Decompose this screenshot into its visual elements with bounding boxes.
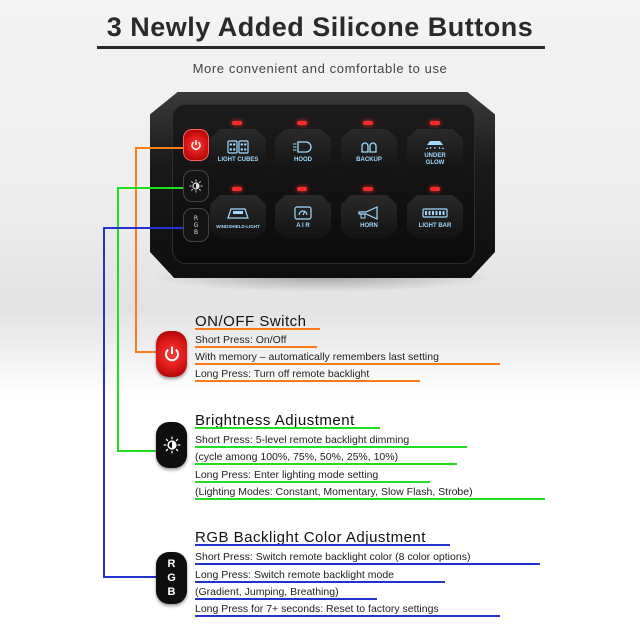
light-cubes-icon: [225, 139, 251, 155]
pad-label: A I R: [296, 222, 310, 229]
hood-icon: [290, 139, 316, 155]
brightness-icon: [163, 436, 180, 454]
rgb-letter-g: G: [193, 221, 199, 229]
title-underline: [97, 46, 545, 49]
onoff-line-underline: [195, 380, 420, 382]
power-icon: [191, 140, 201, 151]
rgb-letter-b: B: [167, 586, 176, 598]
horn-icon: [356, 205, 382, 221]
pad-backup[interactable]: BACKUP: [341, 129, 397, 173]
rgb-letter-r: R: [193, 214, 199, 222]
pad-led: [297, 187, 307, 191]
pad-led: [232, 187, 242, 191]
rgb-line-underline: [195, 563, 540, 565]
pad-label: HORN: [360, 222, 378, 229]
pad-light-cubes[interactable]: LIGHT CUBES: [210, 129, 266, 173]
brightness-line: Short Press: 5-level remote backlight di…: [195, 434, 410, 446]
brightness-button-illustration: [156, 422, 187, 468]
pad-under-glow[interactable]: UNDER GLOW: [407, 129, 463, 173]
device-brightness-button[interactable]: [183, 170, 209, 202]
pad-label: WINDSHIELD-LIGHT: [216, 223, 260, 229]
under-glow-icon: [422, 135, 448, 151]
power-icon: [164, 346, 179, 362]
brightness-line: Long Press: Enter lighting mode setting: [195, 469, 379, 481]
brightness-icon: [189, 179, 203, 193]
device-power-button[interactable]: [183, 129, 209, 161]
pad-label: LIGHT BAR: [418, 222, 452, 229]
rgb-letter-b: B: [193, 228, 199, 236]
rgb-letter-g: G: [167, 572, 176, 584]
device-face: [172, 104, 475, 264]
page-subtitle: More convenient and comfortable to use: [192, 61, 448, 76]
rgb-line: Long Press: Switch remote backlight mode: [195, 569, 395, 581]
onoff-line-underline: [195, 363, 500, 365]
rgb-line-underline: [195, 598, 377, 600]
onoff-title-underline: [195, 328, 320, 330]
rgb-title: RGB Backlight Color Adjustment: [195, 529, 426, 546]
pad-led: [363, 121, 373, 125]
brightness-line: (Lighting Modes: Constant, Momentary, Sl…: [195, 486, 473, 498]
pad-led: [430, 121, 440, 125]
pad-led: [363, 187, 373, 191]
pad-label: LIGHT CUBES: [217, 156, 259, 163]
brightness-title-underline: [195, 427, 380, 429]
pad-led: [232, 121, 242, 125]
pad-led: [430, 187, 440, 191]
brightness-line: (cycle among 100%, 75%, 50%, 25%, 10%): [195, 451, 399, 463]
backup-icon: [356, 139, 382, 155]
onoff-line: Short Press: On/Off: [195, 334, 287, 346]
onoff-title: ON/OFF Switch: [195, 313, 307, 330]
air-icon: [290, 205, 316, 221]
brightness-line-underline: [195, 446, 467, 448]
onoff-line-underline: [195, 346, 317, 348]
rgb-line: Short Press: Switch remote backlight col…: [195, 551, 471, 563]
pad-label: HOOD: [294, 156, 312, 163]
onoff-line: Long Press: Turn off remote backlight: [195, 368, 370, 380]
pad-windshield-light[interactable]: WINDSHIELD-LIGHT: [210, 195, 266, 239]
pad-light-bar[interactable]: LIGHT BAR: [407, 195, 463, 239]
pad-hood[interactable]: HOOD: [275, 129, 331, 173]
page-title: 3 Newly Added Silicone Buttons: [106, 12, 534, 42]
rgb-line: (Gradient, Jumping, Breathing): [195, 586, 339, 598]
windshield-light-icon: [225, 205, 251, 221]
rgb-line: Long Press for 7+ seconds: Reset to fact…: [195, 603, 439, 615]
onoff-line: With memory – automatically remembers la…: [195, 351, 439, 363]
pad-led: [297, 121, 307, 125]
rgb-line-underline: [195, 615, 500, 617]
rgb-line-underline: [195, 581, 445, 583]
pad-label: BACKUP: [356, 156, 382, 163]
brightness-title: Brightness Adjustment: [195, 412, 355, 429]
rgb-button-illustration: R G B: [156, 552, 187, 604]
pad-horn[interactable]: HORN: [341, 195, 397, 239]
rgb-title-underline: [195, 544, 450, 546]
pad-label: UNDER GLOW: [424, 153, 446, 166]
brightness-line-underline: [195, 463, 457, 465]
light-bar-icon: [422, 205, 448, 221]
brightness-line-underline: [195, 481, 430, 483]
pad-air[interactable]: A I R: [275, 195, 331, 239]
onoff-button-illustration: [156, 331, 187, 377]
rgb-letter-r: R: [167, 558, 176, 570]
device-rgb-button[interactable]: R G B: [183, 208, 209, 242]
brightness-line-underline: [195, 498, 545, 500]
